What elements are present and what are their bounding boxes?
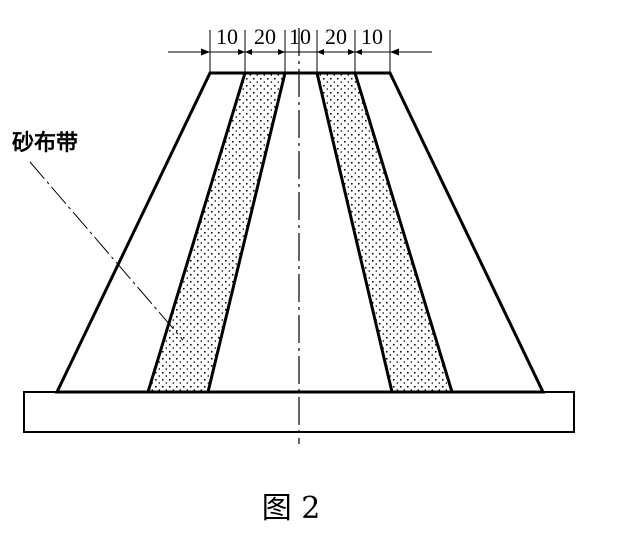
dimension-label-1: 10 [216, 24, 238, 49]
figure-caption: 图 2 [262, 491, 321, 526]
abrasive-belt-left [145, 71, 287, 394]
abrasive-belt-label: 砂布带 [12, 130, 78, 156]
dimension-label-2: 20 [254, 24, 276, 49]
dimension-label-3: 10 [289, 24, 311, 49]
callout-leader-line [29, 161, 184, 341]
dimension-arrowheads [201, 48, 399, 56]
dimension-label-5: 10 [361, 24, 383, 49]
dimension-label-4: 20 [325, 24, 347, 49]
abrasive-belt-right [315, 71, 455, 394]
tapered-body-outline [54, 71, 546, 394]
